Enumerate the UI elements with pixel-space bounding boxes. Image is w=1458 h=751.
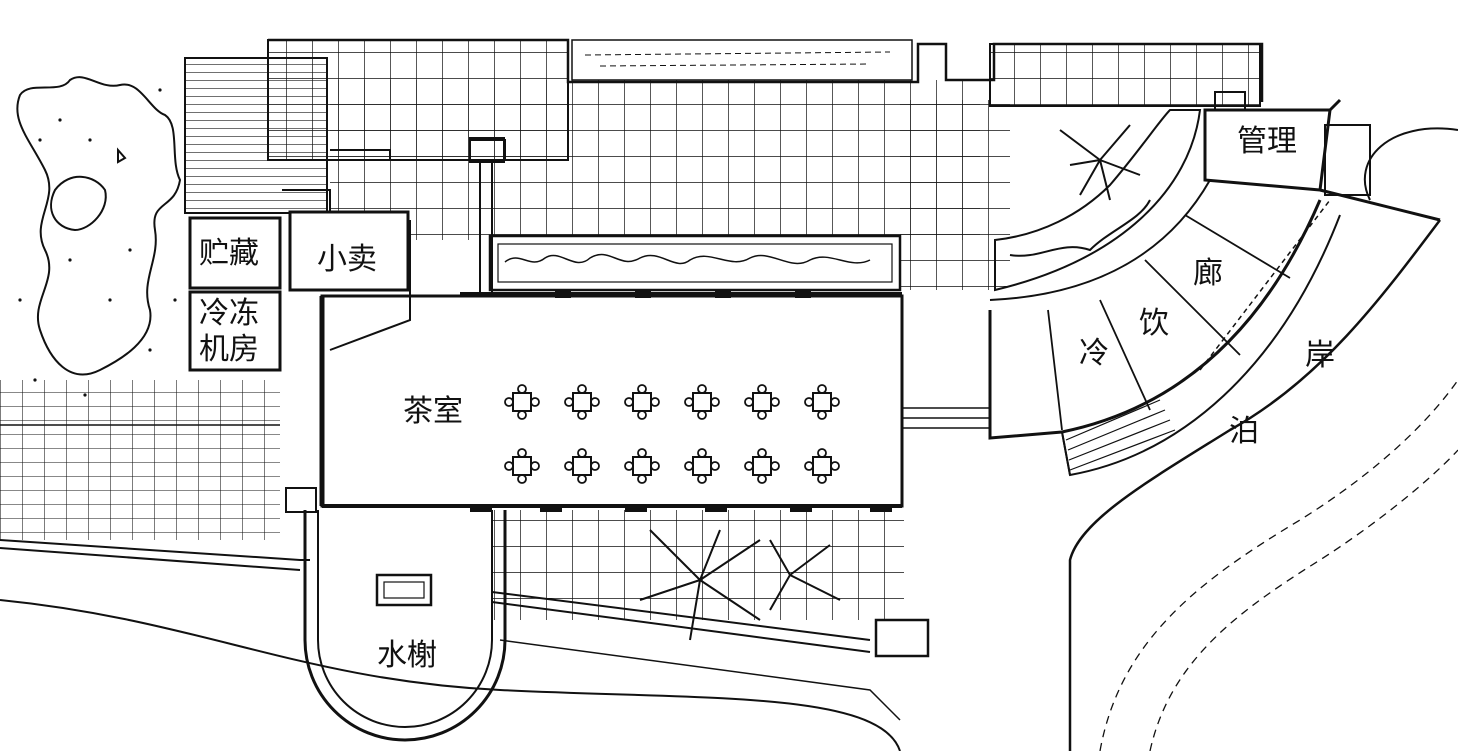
tea-table bbox=[504, 448, 540, 484]
tea-tables bbox=[504, 384, 840, 484]
tea-table bbox=[744, 448, 780, 484]
tea-table bbox=[504, 384, 540, 420]
tea-table bbox=[624, 448, 660, 484]
planter-bed bbox=[488, 234, 902, 292]
storage-label: 贮藏 bbox=[198, 236, 260, 272]
hall-columns bbox=[470, 290, 892, 512]
corridor-char-yin: 饮 bbox=[1139, 306, 1169, 341]
garden-bed-right bbox=[994, 109, 1202, 292]
trees bbox=[639, 124, 1141, 641]
management-label: 管理 bbox=[1236, 124, 1298, 160]
mooring-char-bo: 泊 bbox=[1229, 414, 1259, 449]
top-pond-strip bbox=[571, 39, 913, 81]
tea-table bbox=[624, 384, 660, 420]
left-hatched-terrace bbox=[184, 57, 328, 214]
tea-table bbox=[804, 448, 840, 484]
corridor-char-leng: 冷 bbox=[1079, 336, 1109, 371]
tea-table bbox=[684, 384, 720, 420]
left-garden-dots bbox=[18, 88, 177, 397]
refrigeration-room-label-line1: 冷冻 bbox=[198, 296, 260, 332]
left-garden-foliage bbox=[16, 76, 182, 376]
lower-terrace bbox=[0, 510, 904, 653]
tea-table bbox=[684, 448, 720, 484]
river-shore bbox=[0, 127, 1458, 751]
curved-corridor bbox=[988, 179, 1341, 477]
mooring-char-an: 岸 bbox=[1305, 338, 1335, 373]
tea-table bbox=[744, 384, 780, 420]
tea-table bbox=[564, 384, 600, 420]
kiosk-label: 小卖 bbox=[316, 242, 378, 278]
tea-table bbox=[804, 384, 840, 420]
tea-room-label: 茶室 bbox=[402, 394, 464, 430]
lower-left-paving bbox=[0, 380, 280, 540]
corridor-char-lang: 廊 bbox=[1193, 256, 1223, 291]
waterside-pavilion-label: 水榭 bbox=[376, 638, 438, 674]
tea-table bbox=[564, 448, 600, 484]
waterside-pavilion bbox=[285, 487, 507, 742]
refrigeration-room-label-line2: 机房 bbox=[198, 332, 260, 368]
